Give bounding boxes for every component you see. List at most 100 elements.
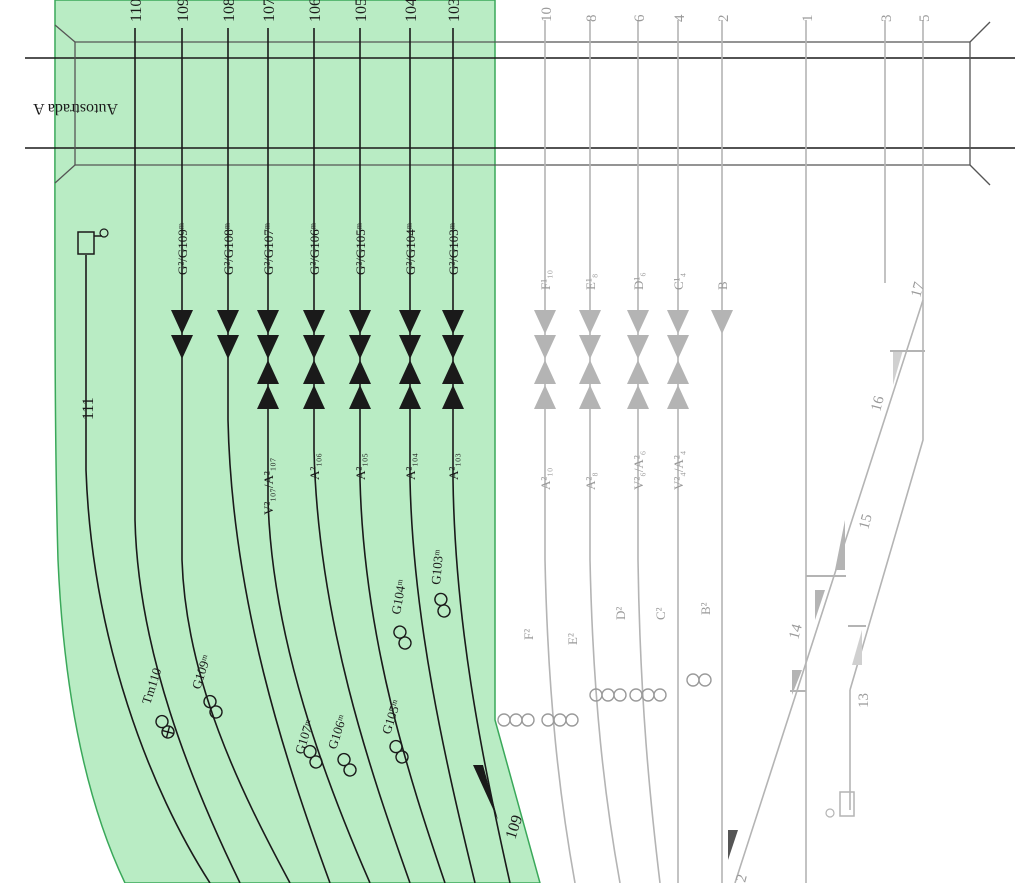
signal-triangle: [667, 385, 689, 409]
signal-triangle: [349, 310, 371, 334]
signal-triangle: [303, 335, 325, 359]
active-zone: [54, 0, 541, 883]
signal-triangle: [303, 385, 325, 409]
track-number: 10: [539, 7, 555, 22]
signal-triangle: [534, 335, 556, 359]
buffer-stop-13: [825, 791, 855, 818]
track-103: [452, 28, 511, 883]
signal-triangle: [399, 310, 421, 334]
switch-number: 109: [503, 813, 527, 841]
track-number: 4: [672, 14, 688, 22]
signal-label: A²₁₀₃: [446, 453, 461, 480]
signal-triangle: [349, 360, 371, 384]
signal-triangle: [399, 335, 421, 359]
signal-label: D¹₆: [631, 272, 646, 290]
signal-label: A²₁₀₆: [307, 453, 322, 480]
track-number: 1: [800, 15, 816, 23]
signal-label: G²/G103ᵐ: [446, 222, 461, 275]
signal-triangle: [257, 385, 279, 409]
track-number: 8: [584, 15, 600, 23]
signal-triangle: [399, 360, 421, 384]
signal-label: G²/G105ᵐ: [353, 222, 368, 275]
signal-triangle: [399, 385, 421, 409]
track-number: 107: [261, 0, 278, 22]
signal-triangle: [579, 335, 601, 359]
signal-triangle: [217, 310, 239, 334]
signal-triangle: [579, 385, 601, 409]
signal-triangle: [627, 385, 649, 409]
track-number: 110: [128, 0, 145, 22]
main-signal-label: D²: [613, 607, 628, 620]
track-number: 105: [353, 0, 370, 22]
main-signal-icons: [497, 673, 712, 727]
signal-label: V²₁₀₇/A²₁₀₇: [261, 458, 276, 515]
signal-triangle: [667, 360, 689, 384]
overpass: [25, 21, 1015, 186]
track-106: [313, 28, 411, 883]
switch-number: 17: [908, 280, 927, 299]
signal-label: C¹₄: [671, 272, 686, 290]
signal-triangle: [534, 360, 556, 384]
track-number: 3: [879, 15, 895, 23]
track-109: [181, 28, 291, 883]
main-signal-label: F²: [521, 629, 536, 640]
main-signal-label: E²: [565, 633, 580, 645]
signal-triangle: [442, 385, 464, 409]
signal-label: G²/G106ᵐ: [307, 222, 322, 275]
shunting-signal-label: G103ᵐ: [428, 548, 446, 585]
signal-triangle: [534, 310, 556, 334]
road-label: Autostrada A: [33, 100, 118, 117]
signal-triangle: [579, 360, 601, 384]
signal-label: E¹₈: [583, 274, 598, 290]
signal-label: A²₈: [583, 472, 598, 490]
signal-triangle: [579, 310, 601, 334]
signal-triangle: [667, 310, 689, 334]
signal-triangle: [442, 360, 464, 384]
signal-triangle: [349, 335, 371, 359]
signal-label: B: [715, 281, 730, 290]
signal-label: A²₁₀: [538, 468, 553, 490]
track-number: 5: [917, 15, 933, 23]
signal-label: G²/G108ᵐ: [221, 222, 236, 275]
signal-triangle: [171, 335, 193, 359]
signal-label: G²/G107ᵐ: [261, 222, 276, 275]
track-111: [85, 255, 211, 883]
track-number: 6: [632, 14, 648, 22]
signal-triangle: [171, 310, 193, 334]
track-number: 104: [403, 0, 420, 22]
shunting-signal-icons: [155, 592, 451, 777]
track-108: [227, 28, 331, 883]
track-number: 2: [716, 15, 732, 23]
track-number: 106: [307, 0, 324, 22]
signal-triangle: [257, 360, 279, 384]
main-signal-label: B²: [698, 602, 713, 615]
track-107: [267, 28, 371, 883]
signal-label: V²₆/A²₆: [631, 451, 646, 490]
signal-triangle: [217, 335, 239, 359]
track-number: 109: [175, 0, 192, 22]
signal-triangle: [667, 335, 689, 359]
switch-number: 2: [733, 873, 750, 883]
signal-label: A²₁₀₄: [403, 453, 418, 480]
signal-triangle: [627, 335, 649, 359]
switch-number: 16: [868, 394, 887, 413]
signal-label: V²₄/A²₄: [671, 450, 686, 490]
shunting-signal-label: G104ᵐ: [388, 578, 409, 616]
signal-triangle: [534, 385, 556, 409]
switch-markers: [473, 350, 925, 860]
signal-triangle: [442, 310, 464, 334]
signal-label: A²₁₀₅: [353, 453, 368, 480]
signal-label: G²/G104ᵐ: [403, 222, 418, 275]
track-110: [134, 28, 241, 883]
signal-triangle: [349, 385, 371, 409]
active-tracks: [85, 28, 511, 883]
track-105: [359, 28, 446, 883]
signal-triangle: [442, 335, 464, 359]
signal-triangle: [303, 310, 325, 334]
signal-triangle: [303, 360, 325, 384]
signal-triangle: [257, 335, 279, 359]
track-104: [409, 28, 476, 883]
